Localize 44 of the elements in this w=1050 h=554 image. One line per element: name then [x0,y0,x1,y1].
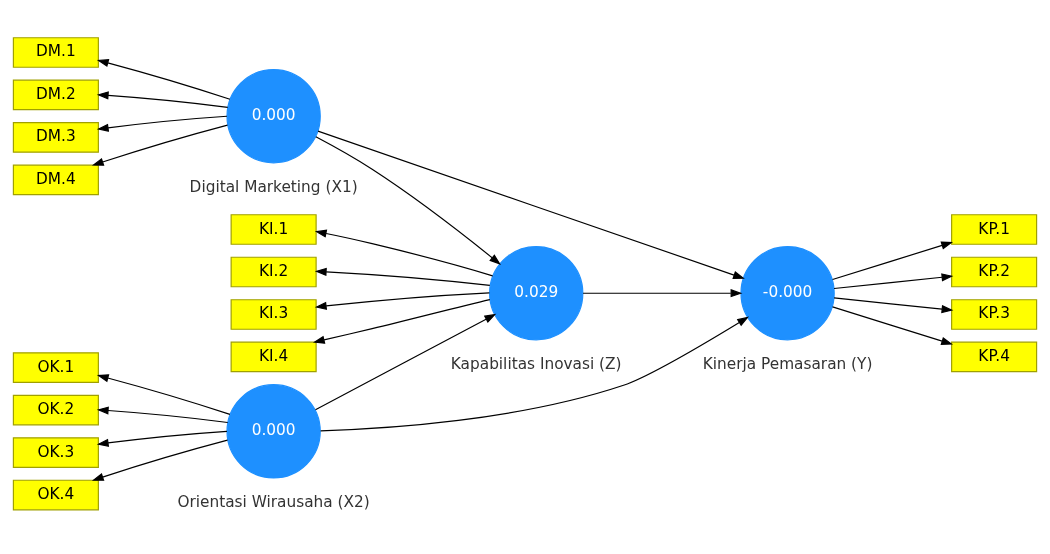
node-label: Digital Marketing (X1) [189,178,358,197]
node-circle: 0.000 [226,69,321,164]
arrow [831,306,953,345]
arrow [96,430,228,447]
node-label: Kinerja Pemasaran (Y) [702,355,873,374]
arrow [833,297,954,314]
node-box: OK.4 [12,479,99,511]
node-box: KI.2 [230,256,317,288]
arrow [314,292,490,310]
arrow [96,91,229,108]
node-box: KP.4 [951,341,1038,373]
node-box: DM.4 [12,164,99,196]
arrow [312,299,491,344]
node-box: KP.1 [951,214,1038,245]
arrow [96,406,229,424]
node-box: DM.2 [12,79,99,111]
arrow [314,267,491,286]
node-box: DM.3 [12,122,99,153]
arrow [315,136,502,265]
node-circle: -0.000 [740,246,835,341]
arrow [314,313,497,411]
arrow [91,439,229,481]
node-label: Kapabilitas Inovasi (Z) [450,355,622,374]
arrow [91,124,229,166]
arrow [320,316,749,432]
node-box: KI.1 [230,214,317,245]
arrow [96,59,231,100]
arrow [96,374,231,415]
node-box: KP.3 [951,299,1038,330]
node-box: DM.1 [12,37,99,68]
arrow [314,229,494,277]
node-circle: 0.000 [226,384,321,479]
arrow [96,115,228,132]
arrow [833,273,954,290]
node-box: KI.4 [230,341,317,373]
node-box: OK.3 [12,437,99,468]
node-box: KP.2 [951,256,1038,288]
node-box: OK.2 [12,394,99,426]
arrow [831,241,953,281]
node-box: OK.1 [12,352,99,383]
node-box: KI.3 [230,299,317,330]
arrow [582,289,743,298]
node-label: Orientasi Wirausaha (X2) [177,493,370,512]
arrow [317,130,745,279]
